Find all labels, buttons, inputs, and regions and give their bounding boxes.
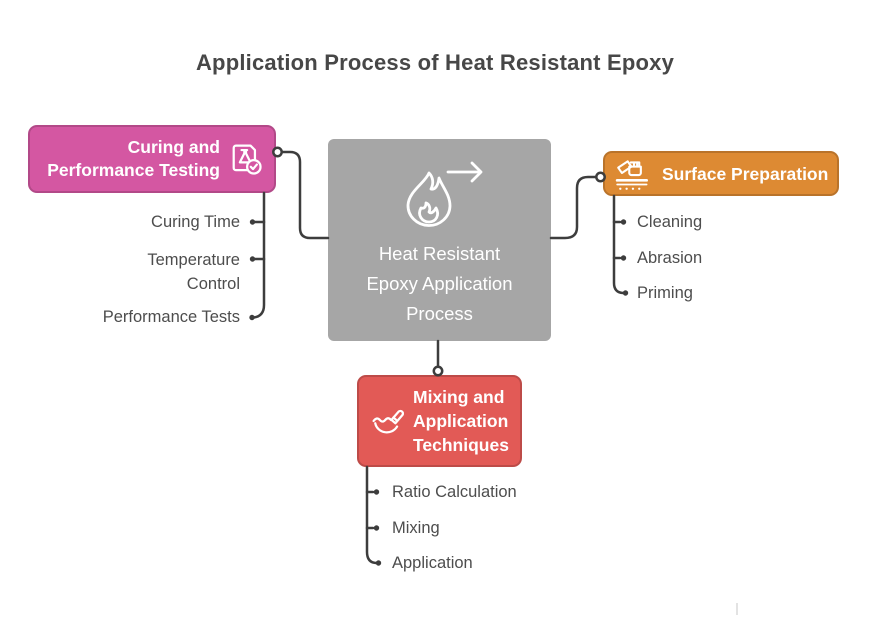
item-cleaning[interactable]: Cleaning (637, 213, 703, 231)
item-application[interactable]: Application (392, 554, 473, 572)
dot-curing-time (249, 219, 256, 225)
item-temperature-control[interactable]: Temperature Control (147, 251, 240, 293)
branch-line-surface (612, 194, 625, 295)
center-icon-wrap (392, 155, 488, 237)
flame-icon (406, 171, 451, 227)
node-curing-label: Curing and Performance Testing (47, 137, 220, 180)
node-surface-label: Surface Preparation (662, 163, 829, 184)
dot-abrasion (620, 255, 627, 261)
dot-temperature-control (249, 256, 256, 262)
watermark-tick (736, 603, 738, 615)
node-mixing-application-techniques[interactable]: Mixing and Application Techniques (357, 375, 522, 467)
item-curing-time[interactable]: Curing Time (151, 213, 240, 231)
page-title: Application Process of Heat Resistant Ep… (195, 50, 675, 75)
surface-sander-icon (615, 159, 648, 190)
item-mixing[interactable]: Mixing (392, 519, 440, 537)
dot-mixing (373, 525, 380, 531)
item-ratio-calculation[interactable]: Ratio Calculation (392, 483, 517, 501)
center-node-label: Heat Resistant Epoxy Application Process (366, 243, 513, 324)
item-abrasion[interactable]: Abrasion (637, 249, 703, 267)
connector-center-to-surface (549, 175, 598, 240)
item-performance-tests[interactable]: Performance Tests (102, 308, 240, 326)
dot-ratio-calculation (373, 489, 380, 495)
flame-arrow-icon (406, 161, 482, 227)
test-checklist-icon (232, 144, 262, 175)
mixing-brush-icon (372, 409, 405, 434)
branch-line-curing (252, 191, 266, 319)
arrow-right-icon (446, 161, 482, 183)
center-node-heat-resistant-epoxy[interactable]: Heat Resistant Epoxy Application Process (328, 139, 551, 341)
node-curing-performance-testing[interactable]: Curing and Performance Testing (28, 125, 276, 193)
dot-application (375, 560, 382, 566)
connector-node-mixing (432, 365, 444, 377)
node-surface-preparation[interactable]: Surface Preparation (603, 151, 839, 196)
connector-curing-to-center (280, 150, 330, 240)
dot-priming (622, 290, 629, 296)
node-mixing-label: Mixing and Application Techniques (413, 387, 509, 455)
item-priming[interactable]: Priming (637, 284, 693, 302)
dot-cleaning (620, 219, 627, 225)
branch-line-mixing (365, 465, 378, 565)
dot-performance-tests (249, 314, 255, 321)
